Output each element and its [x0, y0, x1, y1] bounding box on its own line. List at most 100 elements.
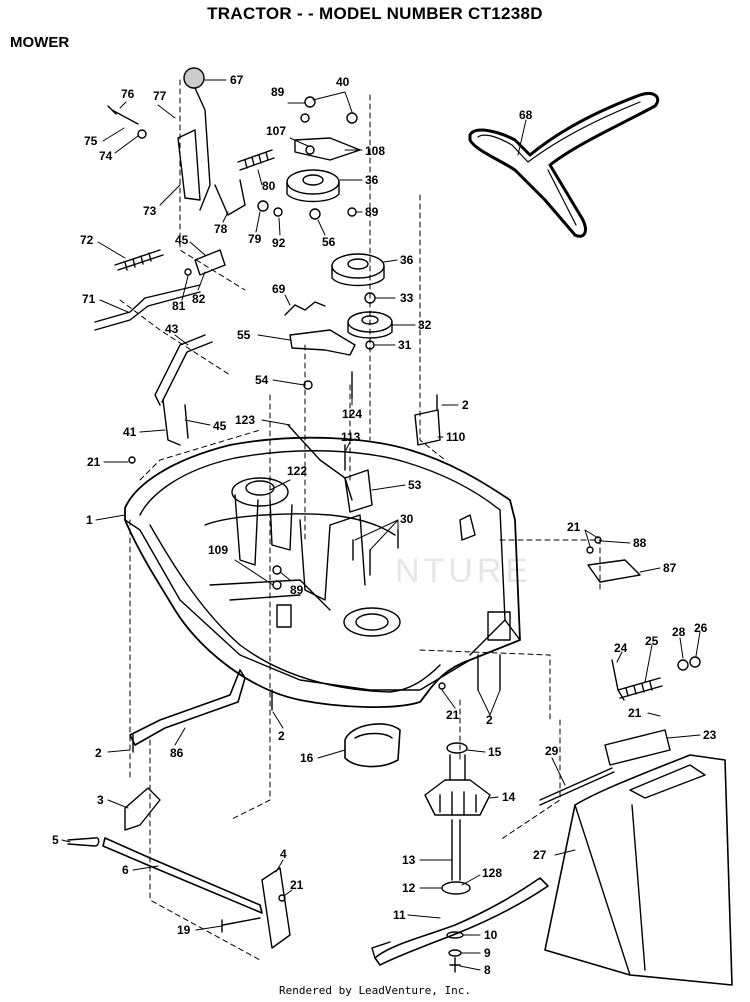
- part-label: 19: [177, 923, 191, 937]
- deck-rim: [139, 450, 501, 516]
- leader-5: [61, 839, 71, 843]
- part-label: 26: [694, 621, 708, 635]
- part-label: 110: [446, 430, 466, 444]
- nut-26: [689, 656, 701, 668]
- bracket-87: [587, 559, 641, 583]
- part-label: 89: [290, 583, 304, 597]
- part-label: 124: [342, 407, 362, 421]
- part-label: 76: [121, 87, 135, 101]
- leader-19: [195, 925, 223, 931]
- part-label: 86: [170, 746, 184, 760]
- part-label: 68: [519, 108, 533, 122]
- leader-55: [257, 334, 291, 341]
- nut-40b: [346, 112, 358, 124]
- leader-25: [644, 644, 653, 683]
- leader-86: [174, 727, 186, 746]
- section-title: MOWER: [10, 34, 70, 51]
- part-label: 81: [172, 299, 186, 313]
- spring-80: [237, 149, 275, 171]
- spindle-hole-center-inner: [355, 613, 389, 631]
- nut-21c: [438, 682, 446, 690]
- leader-28: [679, 637, 684, 659]
- washer-56: [309, 208, 321, 220]
- leader-88: [601, 540, 631, 544]
- leader-29: [551, 757, 566, 786]
- deck-bracket-right: [487, 611, 511, 641]
- part-label: 56: [322, 235, 336, 249]
- dash-line-6: [499, 539, 601, 591]
- footer-credit: Rendered by LeadVenture, Inc.: [278, 984, 472, 997]
- leader-36b: [383, 259, 398, 263]
- part-label: 75: [84, 134, 98, 148]
- deck-baffle: [204, 513, 396, 536]
- leader-113: [345, 441, 351, 451]
- nut-21e: [278, 894, 286, 902]
- part-label: 21: [628, 706, 642, 720]
- bolts-2d: [477, 654, 501, 691]
- blade-11-tip: [371, 941, 391, 959]
- bracket-24: [611, 659, 625, 701]
- mower-deck-shape: [124, 436, 521, 708]
- leader-54: [272, 379, 305, 386]
- leader-76: [119, 101, 127, 109]
- part-label: 2: [486, 713, 493, 727]
- part-label: 89: [365, 205, 379, 219]
- part-label: 108: [365, 144, 385, 158]
- leader-69: [284, 294, 291, 306]
- part-label: 12: [402, 881, 416, 895]
- part-label: 21: [446, 708, 460, 722]
- blade-11: [374, 877, 549, 966]
- dash-line-8: [179, 79, 246, 291]
- leader-80: [257, 169, 263, 186]
- leader-68: [517, 119, 527, 156]
- leader-2c: [477, 689, 501, 716]
- drive-belt-68: [468, 91, 660, 238]
- leader-8: [459, 965, 481, 971]
- grass-chute-27-edge: [574, 804, 646, 976]
- rod-123: [287, 424, 353, 501]
- page-title: TRACTOR - - MODEL NUMBER CT1238D: [207, 4, 543, 23]
- idler-pulley-upper-side: [286, 181, 340, 203]
- part-label: 43: [165, 322, 179, 336]
- leader-109: [234, 559, 274, 586]
- nut-21a: [586, 546, 594, 554]
- deck-inner-rim: [149, 524, 441, 693]
- part-label: 45: [175, 233, 189, 247]
- leader-77: [157, 104, 176, 119]
- part-label: 13: [402, 853, 416, 867]
- part-label: 80: [262, 179, 276, 193]
- part-label: 40: [336, 75, 350, 89]
- bracket-4: [261, 867, 291, 949]
- bolt-19: [221, 917, 261, 933]
- leader-122: [269, 479, 291, 491]
- part-label: 77: [153, 89, 167, 103]
- leader-87: [639, 567, 661, 573]
- part-label: 29: [545, 744, 559, 758]
- rod-29: [539, 767, 615, 806]
- leader-15: [466, 749, 486, 753]
- dash-line-2: [229, 394, 271, 821]
- bar-6: [102, 837, 263, 914]
- part-label: 88: [633, 536, 647, 550]
- deck-pulley-housing: [231, 477, 289, 507]
- hanger-link-78: [214, 179, 246, 216]
- part-label: 53: [408, 478, 422, 492]
- rod-71: [94, 284, 201, 331]
- nut-88: [594, 536, 602, 544]
- part-label: 5: [52, 833, 59, 847]
- part-label: 32: [418, 318, 432, 332]
- bracket-41: [162, 399, 189, 446]
- leader-72: [97, 241, 126, 259]
- spindle-14-neck: [449, 754, 466, 781]
- part-label: 10: [484, 928, 498, 942]
- part-label: 2: [278, 729, 285, 743]
- part-label: 109: [208, 543, 228, 557]
- nut-92: [273, 207, 283, 217]
- leader-73: [159, 184, 181, 206]
- leader-71: [99, 299, 129, 313]
- part-label: 2: [462, 398, 469, 412]
- part-label: 82: [192, 292, 206, 306]
- spindle-14-ribs: [439, 791, 477, 816]
- deck-idler-bracket: [234, 494, 293, 566]
